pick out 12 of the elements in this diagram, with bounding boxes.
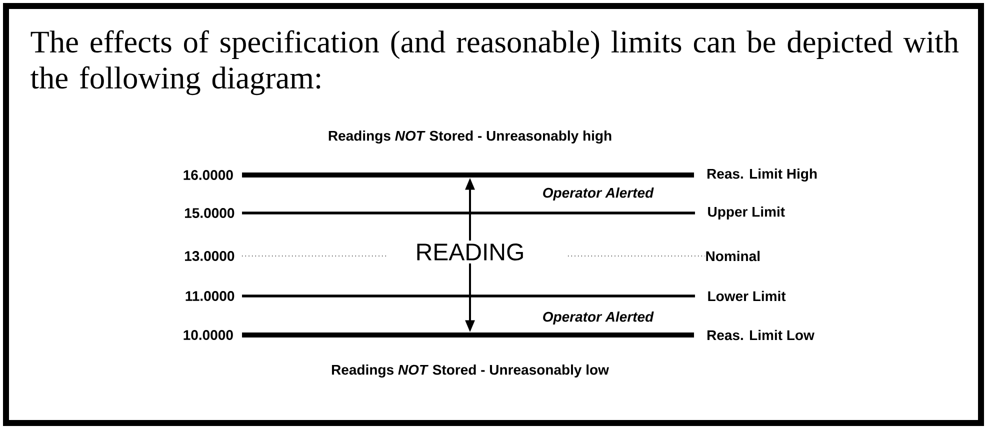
zone-label: Readings NOT Stored - Unreasonably high — [328, 130, 612, 144]
limit-name: Upper Limit — [708, 206, 785, 220]
limit-line: 10.0000 Reas. Limit Low — [184, 330, 814, 340]
zone-label: Readings NOT Stored - Unreasonably low — [332, 364, 609, 378]
value-label: 15.0000 — [185, 208, 234, 218]
limit-line: 16.0000 Reas. Limit High — [184, 168, 817, 182]
value-label: 11.0000 — [186, 291, 234, 301]
limit-name: Lower Limit — [708, 290, 786, 302]
limit-name: Nominal — [706, 250, 760, 262]
value-label: 13.0000 — [185, 251, 234, 261]
intro-paragraph: The effects of specification (and reasonable) limits can be depicted with the following diagram: — [30, 30, 959, 96]
reading-label: READING — [417, 244, 523, 260]
